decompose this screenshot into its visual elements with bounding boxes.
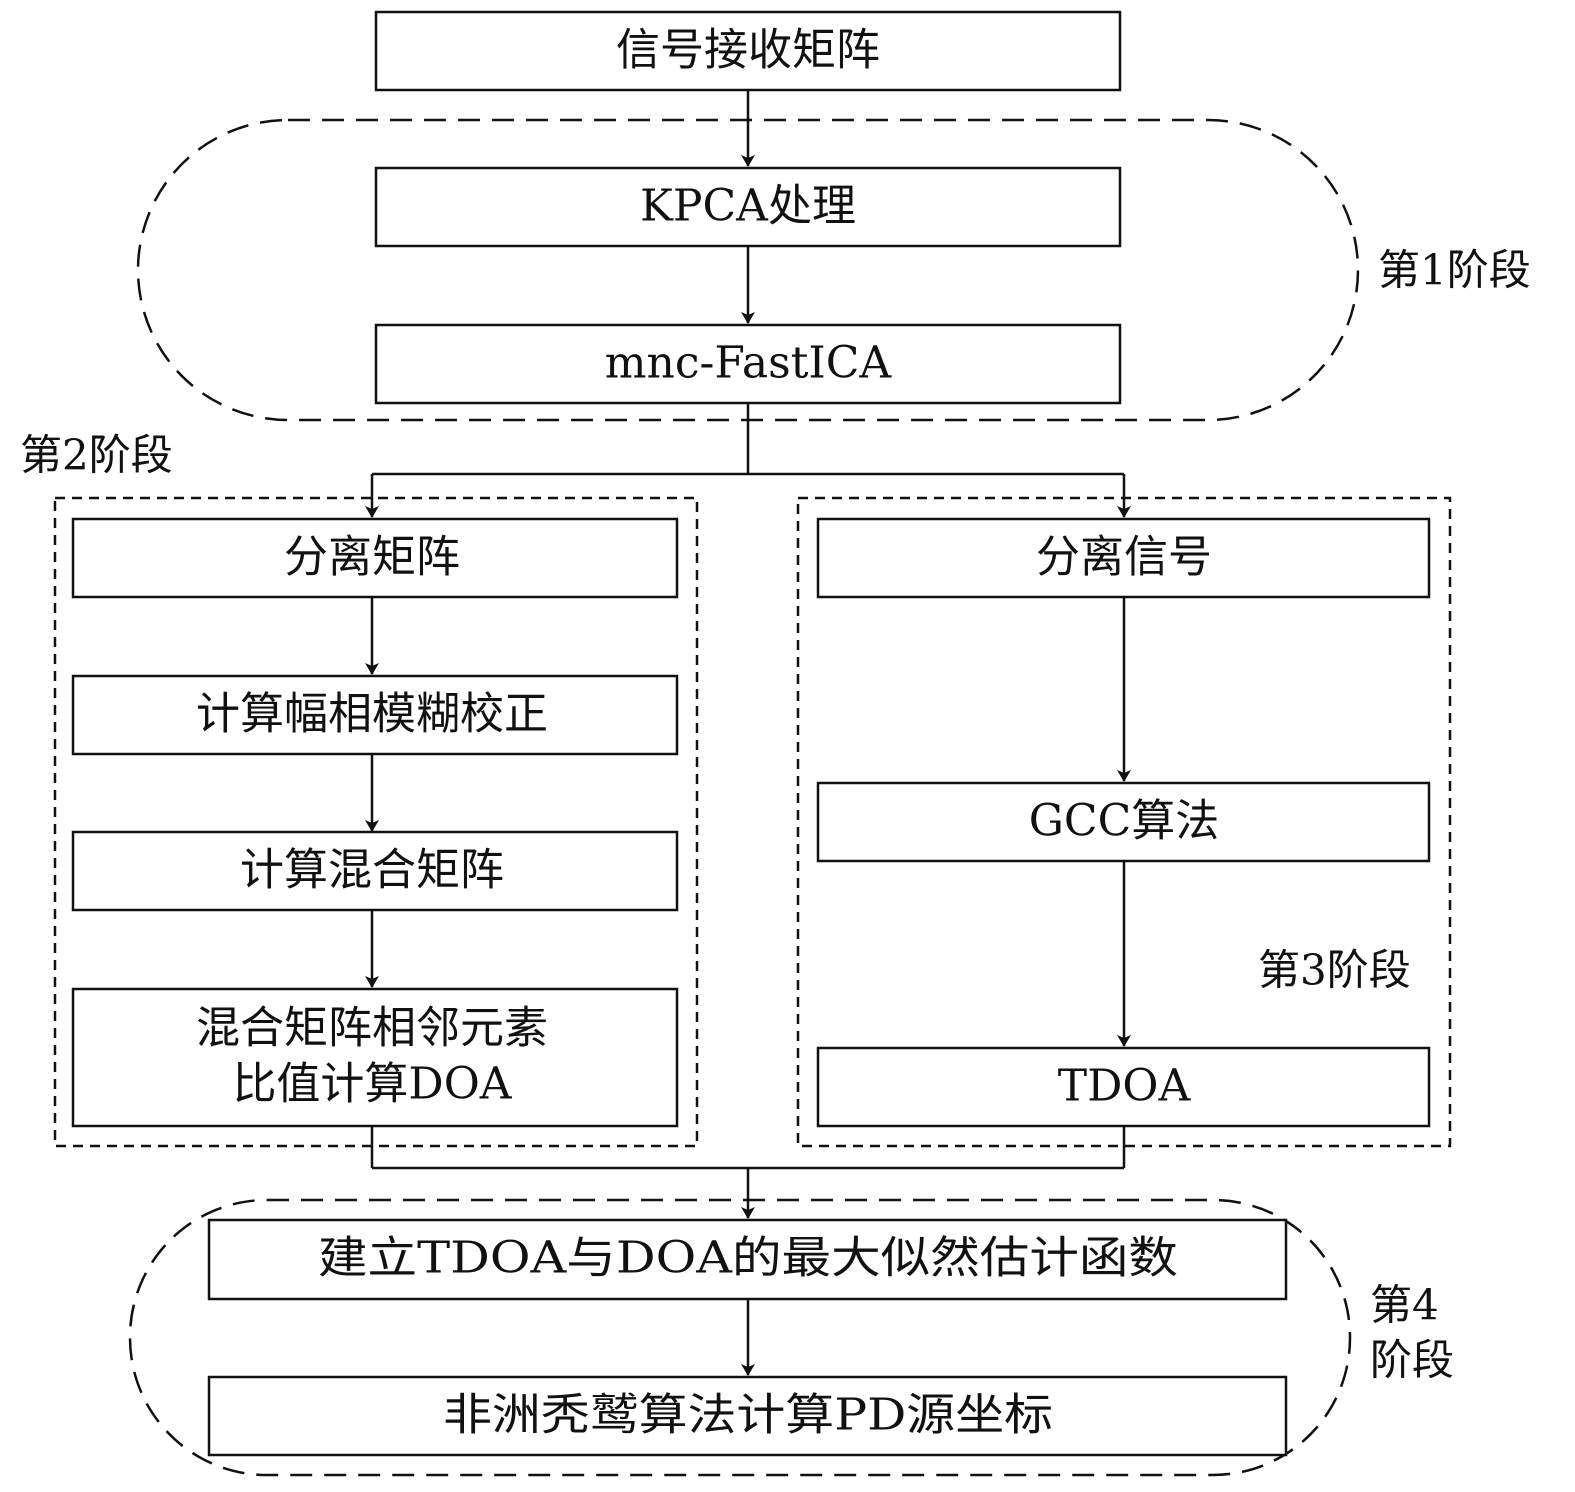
gcc-label: GCC算法 xyxy=(1029,796,1219,847)
box-fastica xyxy=(374,323,1122,405)
stage2-label: 第2阶段 xyxy=(20,431,173,480)
box-separated-signal xyxy=(816,517,1431,599)
kpca-label: KPCA处理 xyxy=(640,181,856,232)
stage1-label: 第1阶段 xyxy=(1378,246,1531,295)
box-doa xyxy=(71,987,679,1128)
box-ml-function xyxy=(207,1218,1288,1301)
stage3-label: 第3阶段 xyxy=(1258,946,1411,995)
box-mixing-matrix xyxy=(71,830,679,912)
box-gcc xyxy=(816,781,1431,863)
box-avoa xyxy=(207,1375,1288,1457)
stage4-label-line2: 阶段 xyxy=(1370,1336,1454,1385)
amp-phase-label: 计算幅相模糊校正 xyxy=(196,689,548,740)
tdoa-label: TDOA xyxy=(1058,1061,1192,1112)
stage4-group xyxy=(128,1198,1352,1477)
box-signal-matrix xyxy=(374,10,1122,92)
box-amp-phase xyxy=(71,674,679,756)
avoa-label: 非洲秃鹫算法计算PD源坐标 xyxy=(443,1390,1053,1441)
doa-label-line1: 混合矩阵相邻元素 xyxy=(196,1003,548,1054)
stage4-label-line1: 第4 xyxy=(1370,1281,1439,1330)
box-kpca xyxy=(374,166,1122,248)
box-separation-matrix xyxy=(71,517,679,599)
mixing-matrix-label: 计算混合矩阵 xyxy=(240,845,504,896)
separation-matrix-label: 分离矩阵 xyxy=(284,532,460,583)
doa-label-line2: 比值计算DOA xyxy=(232,1059,512,1110)
fastica-label: mnc-FastICA xyxy=(605,338,893,389)
separated-signal-label: 分离信号 xyxy=(1036,532,1212,583)
ml-function-label: 建立TDOA与DOA的最大似然估计函数 xyxy=(318,1233,1178,1284)
box-tdoa xyxy=(816,1046,1431,1128)
signal-matrix-label: 信号接收矩阵 xyxy=(616,25,880,76)
